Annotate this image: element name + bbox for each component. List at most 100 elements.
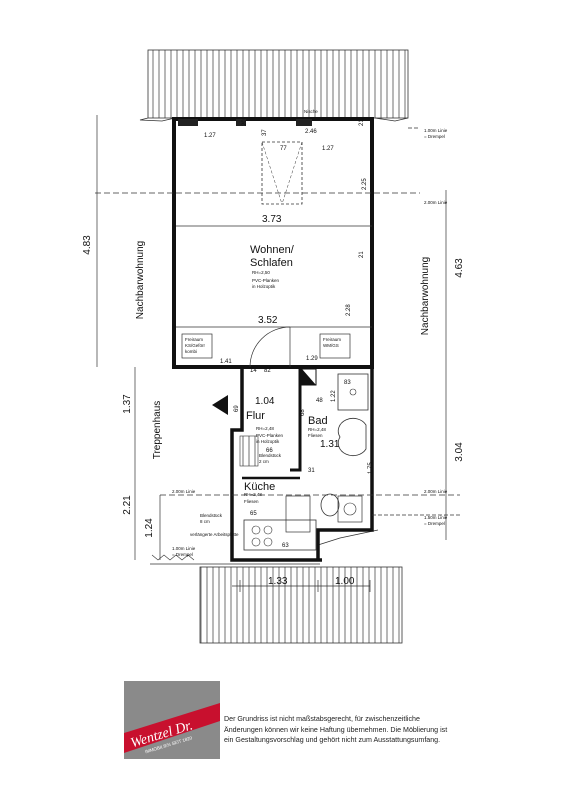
dim-304: 3.04 xyxy=(454,442,465,462)
dim-352: 3.52 xyxy=(258,315,278,326)
entry-arrow xyxy=(212,395,228,415)
dim-69: 69 xyxy=(234,405,240,412)
freiraum-right xyxy=(319,333,351,359)
lower-walls-left xyxy=(230,367,322,562)
dim-124: 1.24 xyxy=(144,518,155,538)
dim-100: 1.00 xyxy=(335,576,355,587)
stove-burner xyxy=(263,525,273,535)
flur-height: RH=2,48 xyxy=(256,426,274,431)
wall-block xyxy=(178,119,198,126)
treppenhaus-label: Treppenhaus xyxy=(152,401,163,460)
dim-83: 83 xyxy=(344,380,351,386)
blendstueck-2: 2 cm xyxy=(259,459,269,464)
dim-21a: 21 xyxy=(359,119,365,126)
roof-hatch-bottom xyxy=(199,566,403,644)
freiraum-left-2: KS/Geförr xyxy=(185,343,206,348)
flur-name: Flur xyxy=(246,410,265,422)
freiraum-right-1: Freiraum xyxy=(323,337,341,342)
dim-221: 2.21 xyxy=(122,495,133,515)
lower-walls-right xyxy=(316,367,374,560)
stove-burner xyxy=(251,525,261,535)
bad-floor: Fliesen xyxy=(308,433,323,438)
washbasin xyxy=(337,417,367,457)
dim-77: 77 xyxy=(280,146,287,152)
blendstueck-1: Blendstück xyxy=(259,453,282,458)
dim-483: 4.83 xyxy=(82,235,93,255)
toilet xyxy=(320,493,340,517)
wall-block xyxy=(236,119,246,126)
wentzel-logo: Wentzel Dr. IMMOBILIEN SEIT 1820 xyxy=(124,681,220,759)
dim-82: 82 xyxy=(264,368,271,374)
roof-edge-top-right xyxy=(374,117,409,122)
line-200-right: 2.00m Linie xyxy=(424,489,448,494)
blendstueck xyxy=(239,435,259,467)
line-200-left: 2.00m Linie xyxy=(172,489,196,494)
washer xyxy=(337,495,363,523)
freiraum-left-1: Freiraum xyxy=(185,337,203,342)
disclaimer: Der Grundriss ist nicht maßstabsgerecht,… xyxy=(224,714,524,746)
roof-edge-top-left xyxy=(139,117,176,122)
dim-463: 4.63 xyxy=(454,258,465,278)
wohnen-floor-2: in Holzoptik xyxy=(252,284,276,289)
freiraum-left xyxy=(181,333,213,359)
kueche-name: Küche xyxy=(244,481,275,493)
dim-228: 2.28 xyxy=(346,304,352,316)
flur-floor-1: PVC-Planken xyxy=(256,433,284,438)
dim-137: 1.37 xyxy=(122,394,133,414)
dim-141: 1.41 xyxy=(220,359,232,365)
disclaimer-line-2: Änderungen können wir keine Haftung über… xyxy=(224,725,448,734)
flur-floor-2: in Holzoptik xyxy=(256,439,280,444)
stair-zigzag xyxy=(151,554,195,561)
stove-burner xyxy=(263,537,273,547)
nachbar-right-label: Nachbarwohnung xyxy=(420,257,431,335)
dim-246: 2.46 xyxy=(305,129,317,135)
line-200-top: 2.00m Linie xyxy=(424,200,448,205)
dim-122: 1.22 xyxy=(331,390,337,402)
dim-131: 1.31 xyxy=(320,439,340,450)
dim-373: 3.73 xyxy=(262,214,282,225)
line-100-bot-1: 1.00m Linie xyxy=(172,546,196,551)
dim-175: 1.75 xyxy=(368,462,374,474)
dim-37: 37 xyxy=(262,129,268,136)
dim-104: 1.04 xyxy=(255,396,275,407)
sink xyxy=(285,495,311,533)
dim-133: 1.33 xyxy=(268,576,288,587)
dim-48: 48 xyxy=(316,398,323,404)
dim-66: 66 xyxy=(266,448,273,454)
dim-65: 65 xyxy=(250,511,257,517)
door-swing xyxy=(249,326,291,368)
dim-20: 20 xyxy=(242,119,248,126)
dim-68: 68 xyxy=(300,409,306,416)
roof-edge-bottom-right xyxy=(317,529,379,546)
line-100-top-1: 1.00m Linie xyxy=(424,128,448,133)
nische-label: Nische xyxy=(304,109,318,114)
wohnen-name-1: Wohnen/ xyxy=(250,244,295,256)
freiraum-right-2: WM/GS xyxy=(323,343,339,348)
bad-name: Bad xyxy=(308,415,328,427)
dim-127a: 1.27 xyxy=(204,133,216,139)
wohnen-name-2: Schlafen xyxy=(250,257,293,269)
disclaimer-line-1: Der Grundriss ist nicht maßstabsgerecht,… xyxy=(224,715,420,723)
line-150-1: 1.50m Linie xyxy=(424,515,448,520)
wohnen-floor-1: PVC-Planken xyxy=(252,278,280,283)
line-150-2: = Drempel xyxy=(424,521,445,526)
shower xyxy=(337,373,369,411)
wall-flur-bad xyxy=(290,367,302,472)
wohnen-height: RH=2,50 xyxy=(252,270,270,275)
logo-red-band xyxy=(124,703,220,753)
bad-height: RH=2,48 xyxy=(308,427,326,432)
wall-block xyxy=(296,119,312,126)
dim-14: 14 xyxy=(250,368,257,374)
dim-127b: 1.27 xyxy=(322,146,334,152)
kitchen-counter xyxy=(243,519,317,551)
roof-hatch-top xyxy=(147,49,409,119)
kueche-floor: Fliesen xyxy=(244,499,259,504)
disclaimer-line-3: ein Gestaltungsvorschlag und gehört nich… xyxy=(224,736,441,744)
wohnen-walls xyxy=(172,117,374,369)
dim-225: 2.25 xyxy=(362,178,368,190)
stove-burner xyxy=(251,537,261,547)
line-100-top-2: = Drempel xyxy=(424,134,445,139)
dim-129: 1.29 xyxy=(306,356,318,362)
dim-63: 63 xyxy=(282,543,289,549)
